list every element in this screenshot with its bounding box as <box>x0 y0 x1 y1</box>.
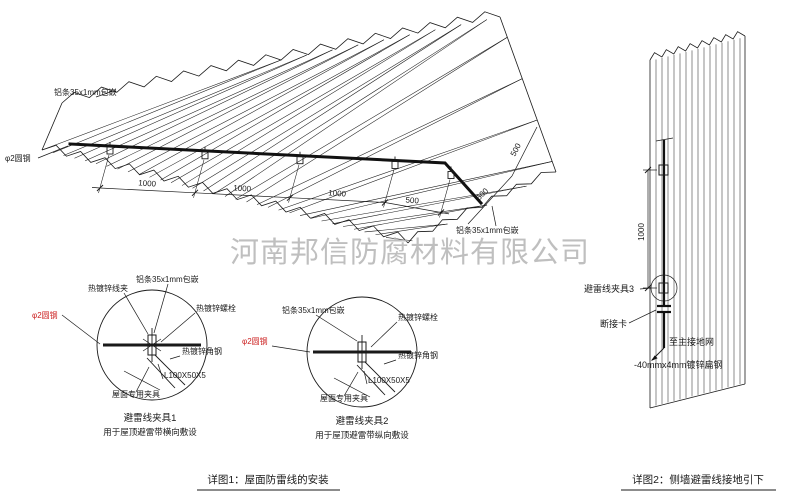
label-aluminum-strip-right: 铝条35x1mm包嵌 <box>456 225 519 235</box>
dim-500-right-2: 500 <box>509 141 523 157</box>
caption-detail-1: 详图1：屋面防雷线的安装 <box>207 473 329 486</box>
label-wall-clamp-3: 避雷线夹具3 <box>584 283 634 294</box>
conductor-top-tick <box>655 137 674 142</box>
label-roof-clamp: 屋面专用夹具 <box>320 393 368 403</box>
leader-line <box>639 287 652 290</box>
detail-2-subtitle: 用于屋顶避雷带纵向敷设 <box>315 430 409 440</box>
label-disconnect-card: 断接卡 <box>600 318 627 329</box>
leader-line <box>95 89 117 98</box>
roof-labels: 铝条35x1mm包嵌 φ2圆钢 铝条35x1mm包嵌 <box>5 87 519 235</box>
label-round-steel: φ2圆钢 <box>242 336 268 346</box>
leader-line <box>363 370 368 385</box>
leader-line <box>61 314 101 345</box>
leader-line <box>491 205 497 227</box>
dim-1000-2: 1000 <box>233 183 252 193</box>
leader-line <box>135 366 150 393</box>
label-roof-clamp: 屋面专用夹具 <box>112 389 160 399</box>
leader-line <box>315 314 358 342</box>
label-wire-clip: 热镀锌线夹 <box>88 283 128 293</box>
dim-line-right-1 <box>467 175 513 225</box>
roof-dimension-chain <box>91 154 451 218</box>
corrugated-wall-panel <box>649 31 746 409</box>
leader-line <box>370 321 398 348</box>
leader-line <box>160 312 196 343</box>
dim-1000-3: 1000 <box>328 188 347 198</box>
clamp-detail-1-drawing <box>96 289 208 401</box>
label-angle-size: L100X50X5 <box>164 371 206 380</box>
leader-line <box>628 309 657 324</box>
leader-line <box>37 145 69 159</box>
leader-line <box>383 359 397 365</box>
roof-lightning-conductor <box>68 142 484 206</box>
corrugated-roof-panels <box>41 11 557 244</box>
wall-clamp-lower <box>658 282 669 294</box>
label-flat-steel: -40mmx4mm镀锌扁钢 <box>634 359 723 370</box>
label-aluminum-strip: 铝条35x1mm包嵌 <box>136 274 199 284</box>
to-ground-arrowhead <box>651 355 658 361</box>
leader-line <box>153 283 169 334</box>
label-angle-steel: 热镀锌角钢 <box>398 350 438 360</box>
clamp-detail-2-drawing <box>306 296 418 408</box>
wall-view: 1000 避雷线夹具3 断接卡 至主接地网 -40mmx4mm镀锌扁钢 <box>584 31 746 409</box>
label-to-main-ground: 至主接地网 <box>669 336 714 347</box>
label-bolt: 热镀锌螺栓 <box>398 312 438 322</box>
leader-line <box>123 292 149 335</box>
detail-1-subtitle: 用于屋顶避雷带横向敷设 <box>103 427 197 437</box>
roof-dimension-labels: 1000 1000 1000 500 500 500 <box>138 126 538 225</box>
label-aluminum-strip: 铝条35x1mm包嵌 <box>282 305 345 315</box>
wall-dim-1000: 1000 <box>637 223 646 241</box>
label-bolt: 热镀锌螺栓 <box>196 303 236 313</box>
clamp-detail-2-labels: 铝条35x1mm包嵌 热镀锌螺栓 φ2圆钢 热镀锌角钢 L100X50X5 屋面… <box>242 305 438 403</box>
dim-500-1: 500 <box>405 196 419 206</box>
leader-line <box>169 355 181 360</box>
leader-line <box>271 345 311 353</box>
dim-line-right-2 <box>511 126 538 177</box>
label-angle-size: L100X50X5 <box>368 376 410 385</box>
label-angle-steel: 热镀锌角钢 <box>182 346 222 356</box>
label-aluminum-strip-top: 铝条35x1mm包嵌 <box>54 87 117 97</box>
company-watermark: 河南邦信防腐材料有限公司 <box>230 236 590 269</box>
detail-2-title: 避雷线夹具2 <box>336 415 389 427</box>
detail-1-title: 避雷线夹具1 <box>124 412 177 424</box>
leader-line <box>343 371 359 397</box>
clamp-detail-1-labels: 热镀锌线夹 铝条35x1mm包嵌 热镀锌螺栓 φ2圆钢 热镀锌角钢 L100X5… <box>32 274 236 399</box>
leader-line <box>157 363 164 380</box>
caption-detail-2: 详图2：侧墙避雷线接地引下 <box>632 473 764 486</box>
roof-conductor-clamps <box>106 142 455 179</box>
wall-dim-tick <box>644 166 652 174</box>
label-round-steel: φ2圆钢 <box>5 153 31 163</box>
wall-clamp-upper <box>658 164 669 176</box>
label-round-steel: φ2圆钢 <box>32 310 58 320</box>
dim-1000-1: 1000 <box>138 178 157 188</box>
